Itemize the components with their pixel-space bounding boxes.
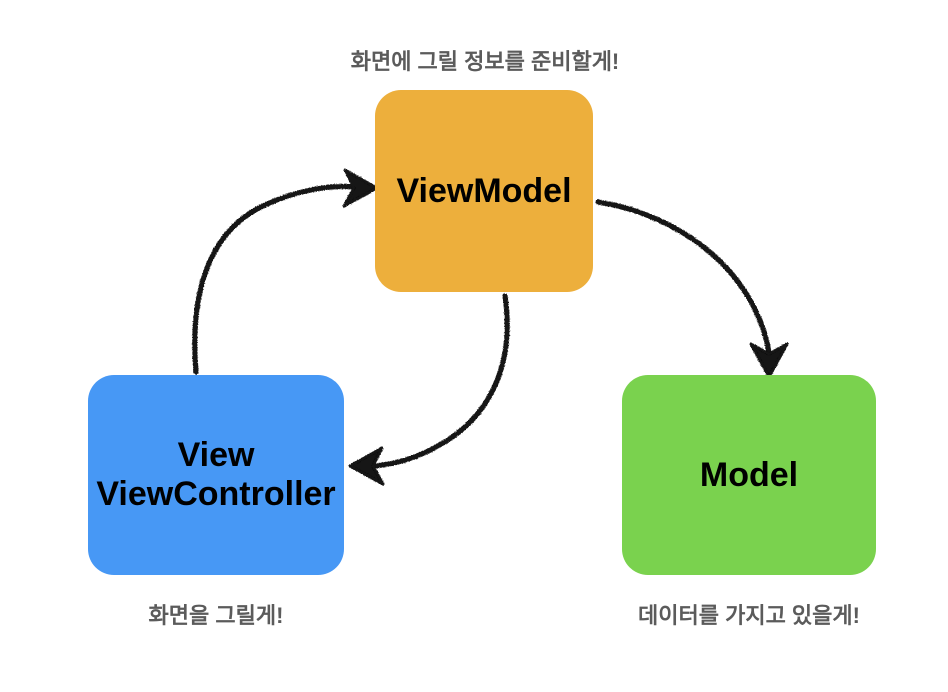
caption-viewmodel: 화면에 그릴 정보를 준비할게! — [0, 44, 948, 76]
node-view-label-line1: View — [177, 436, 255, 475]
node-view-label: View ViewController — [96, 436, 335, 514]
node-model-label: Model — [699, 455, 799, 494]
arrow-viewmodel-to-model — [595, 199, 789, 379]
node-viewmodel-label: ViewModel — [396, 171, 572, 210]
caption-view: 화면을 그릴게! — [148, 603, 284, 628]
caption-viewmodel-text: 화면에 그릴 정보를 준비할게! — [350, 49, 620, 74]
arrow-view-to-viewmodel — [192, 168, 379, 375]
node-view-label-line2: ViewController — [96, 475, 336, 513]
node-model[interactable]: Model — [622, 375, 876, 575]
arrow-viewmodel-to-view — [348, 293, 510, 486]
node-view[interactable]: View ViewController — [88, 375, 344, 575]
node-viewmodel[interactable]: ViewModel — [375, 90, 593, 292]
caption-model: 데이터를 가지고 있을게! — [638, 603, 860, 628]
